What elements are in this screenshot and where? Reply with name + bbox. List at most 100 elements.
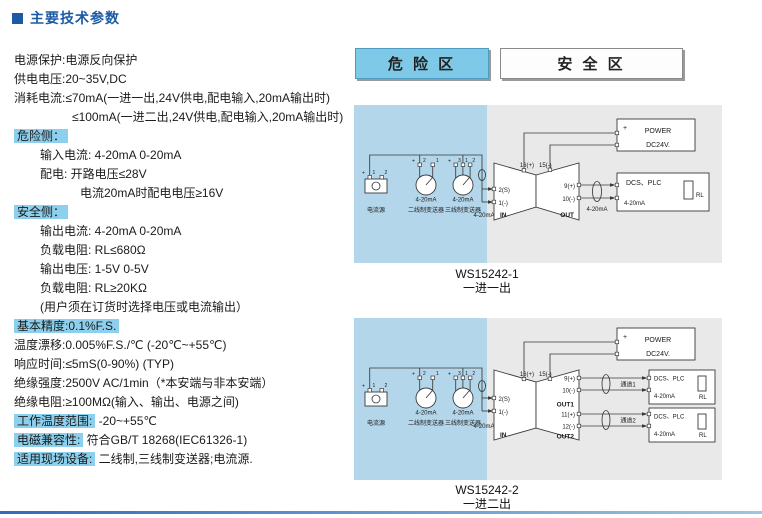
terminal-16-label: 16(+): [520, 163, 534, 169]
dcs-plc-box: [614, 172, 710, 212]
dc24v-label: DC24V.: [646, 142, 670, 149]
diagram2-type: 一进二出: [462, 497, 511, 511]
output-arrow-icon: [642, 376, 648, 380]
power-plus-label: +: [623, 334, 627, 341]
power-box: [614, 327, 696, 361]
dcs-plc-box-2: [646, 407, 716, 443]
load-resistor-icon: [697, 375, 707, 392]
input-arrow-icon: [488, 396, 494, 400]
three-wire-label: 三线制变送器: [445, 419, 481, 427]
spec-text: 输入电流: 4-20mA 0-20mA: [40, 148, 182, 162]
thw-terminal-1: 1: [465, 371, 468, 377]
thw-plus-label: +: [448, 159, 451, 165]
diagram1-caption: WS15242-1 一进一出: [387, 267, 587, 295]
output-arrow-icon: [642, 388, 648, 392]
two-wire-transmitter-symbol: [415, 375, 437, 409]
power-label: POWER: [645, 337, 671, 344]
current-source-symbol: [364, 175, 388, 194]
terminal-11-label: 11(+): [561, 413, 575, 419]
spec-label-highlight: 工作温度范围:: [14, 414, 96, 428]
dcs-range-label: 4-20mA: [654, 394, 675, 400]
terminal-1-label: 1(-): [499, 410, 508, 416]
input-wires: [369, 154, 488, 203]
spec-line: 温度漂移:0.005%F.S./℃ (-20℃~+55℃): [14, 336, 360, 355]
input-arrow-icon: [488, 200, 494, 204]
out1-label: OUT1: [557, 402, 575, 409]
spec-line: 基本精度:0.1%F.S.: [14, 317, 360, 336]
output-wires: [580, 374, 642, 430]
page-title: 主要技术参数: [30, 10, 120, 26]
page-header: 主要技术参数: [12, 8, 120, 28]
current-source-label: 电流源: [367, 206, 385, 214]
spec-text: 负载电阻: RL≤680Ω: [40, 243, 146, 257]
dcs-plc-label: DCS、PLC: [654, 415, 685, 421]
terminal-15-label: 15(-): [539, 163, 552, 169]
dcs-plc-box-1: [646, 369, 716, 405]
rl-label: RL: [699, 433, 707, 439]
terminal-2s-label: 2(S): [499, 397, 510, 403]
dcs-plc-label: DCS、PLC: [626, 180, 661, 187]
rl-label: RL: [696, 193, 704, 199]
thw-plus-label: +: [448, 372, 451, 378]
current-loop-icon: [601, 374, 611, 394]
load-resistor-icon: [697, 413, 707, 430]
terminal-10-label: 10(-): [562, 197, 575, 203]
spec-text: 温度漂移:0.005%F.S./℃ (-20℃~+55℃): [14, 338, 227, 352]
power-plus-label: +: [623, 125, 627, 132]
power-box: [614, 118, 696, 152]
current-loop-icon: [478, 169, 486, 181]
output-arrow-icon: [642, 412, 648, 416]
output-arrow-icon: [610, 183, 616, 187]
out2-label: OUT2: [557, 434, 575, 441]
dc24v-label: DC24V.: [646, 351, 670, 358]
spec-text: 响应时间:≤5mS(0-90%) (TYP): [14, 357, 174, 371]
rl-label: RL: [699, 395, 707, 401]
terminal-9-label: 9(+): [564, 377, 575, 383]
thw-terminal-1: 1: [465, 158, 468, 164]
spec-text: 绝缘强度:2500V AC/1min（*本安端与非本安端）: [14, 376, 274, 390]
spec-label-highlight: 适用现场设备:: [14, 452, 96, 466]
two-wire-label: 二线制变送器: [408, 206, 444, 214]
power-label: POWER: [645, 128, 671, 135]
channel1-label: 通道1: [620, 381, 636, 389]
output-wires: [580, 181, 610, 202]
spec-line: 负载电阻: RL≤680Ω: [14, 241, 360, 260]
in-label: IN: [500, 432, 507, 439]
power-wires: [523, 341, 615, 378]
input-range-label: 4-20mA: [473, 213, 494, 219]
spec-line: 工作温度范围: -20~+55℃: [14, 412, 360, 431]
current-loop-icon: [592, 181, 602, 202]
spec-line: 安全侧：: [14, 203, 360, 222]
tw-terminal-2: 2: [423, 371, 426, 377]
spec-text: 绝缘电阻:≥100MΩ(输入、输出、电源之间): [14, 395, 239, 409]
output-arrow-icon: [610, 196, 616, 200]
spec-line: 配电: 开路电压≤28V: [14, 165, 360, 184]
spec-line: 输入电流: 4-20mA 0-20mA: [14, 146, 360, 165]
spec-line: 绝缘强度:2500V AC/1min（*本安端与非本安端）: [14, 374, 360, 393]
terminal-1-label: 1(-): [499, 201, 508, 207]
current-loop-icon: [601, 410, 611, 430]
terminal-16-label: 16(+): [520, 372, 534, 378]
thw-range-label: 4-20mA: [452, 411, 473, 417]
spec-text: 电流20mA时配电电压≥16V: [80, 186, 224, 200]
diagram1-type: 一进一出: [462, 281, 511, 295]
diagram-ws15242-2: + 1 2 电流源 + 2 1 4-20mA 二线制变送器 + 3 1: [354, 318, 722, 480]
terminal-10-label: 10(-): [562, 389, 575, 395]
tw-plus-label: +: [412, 372, 415, 378]
input-wires: [369, 367, 488, 412]
two-wire-transmitter-symbol: [415, 162, 437, 196]
spec-line: 电源保护:电源反向保护: [14, 51, 360, 70]
title-bullet-icon: [12, 12, 23, 24]
output-range-label: 4-20mA: [586, 207, 607, 213]
spec-text: (用户须在订货时选择电压或电流输出）: [40, 300, 248, 314]
spec-line: 响应时间:≤5mS(0-90%) (TYP): [14, 355, 360, 374]
dcs-range-label: 4-20mA: [654, 432, 675, 438]
spec-label-highlight: 电磁兼容性:: [14, 433, 84, 447]
spec-text: 消耗电流:≤70mA(一进一出,24V供电,配电输入,20mA输出时): [14, 91, 330, 105]
in-label: IN: [500, 212, 507, 219]
thw-terminal-3: 3: [458, 158, 461, 164]
cs-terminal-1: 1: [373, 383, 376, 389]
tw-range-label: 4-20mA: [415, 198, 436, 204]
dcs-plc-label: DCS、PLC: [654, 377, 685, 383]
